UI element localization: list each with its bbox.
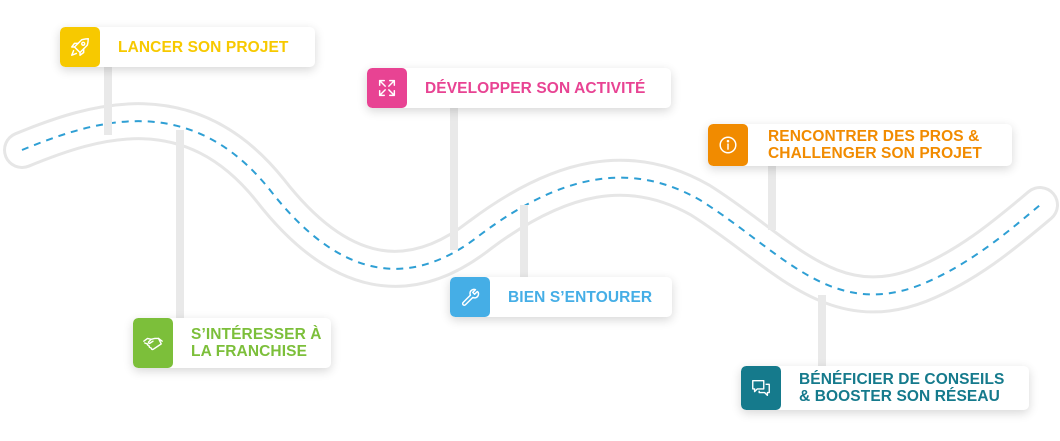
icon-box-teal — [741, 366, 781, 410]
pole-rencontrer — [768, 160, 776, 230]
step-developper-label: DÉVELOPPER SON ACTIVITÉ — [407, 68, 663, 108]
pole-lancer — [104, 60, 112, 135]
step-rencontrer-card[interactable]: RENCONTRER DES PROS & CHALLENGER SON PRO… — [708, 124, 1012, 166]
step-conseils-line2: & BOOSTER SON RÉSEAU — [799, 388, 1000, 405]
chat-bubbles-icon — [752, 379, 770, 397]
info-icon — [719, 136, 737, 154]
step-franchise-line2: LA FRANCHISE — [191, 343, 308, 360]
step-franchise-card[interactable]: S’INTÉRESSER À LA FRANCHISE — [133, 318, 331, 368]
pole-conseils — [818, 295, 826, 385]
icon-box-green — [133, 318, 173, 368]
step-entourer-card[interactable]: BIEN S’ENTOURER — [450, 277, 672, 317]
step-conseils-line1: BÉNÉFICIER DE CONSEILS — [799, 371, 1005, 388]
step-franchise-label: S’INTÉRESSER À LA FRANCHISE — [173, 318, 331, 368]
step-developper-card[interactable]: DÉVELOPPER SON ACTIVITÉ — [367, 68, 671, 108]
step-entourer-line1: BIEN S’ENTOURER — [508, 288, 653, 306]
pole-entourer — [520, 205, 528, 295]
icon-box-yellow — [60, 27, 100, 67]
step-rencontrer-label: RENCONTRER DES PROS & CHALLENGER SON PRO… — [748, 124, 1000, 166]
icon-box-blue — [450, 277, 490, 317]
step-rencontrer-line2: CHALLENGER SON PROJET — [768, 145, 982, 162]
step-developper-line1: DÉVELOPPER SON ACTIVITÉ — [425, 79, 646, 97]
step-lancer-label: LANCER SON PROJET — [100, 27, 307, 67]
pole-developper — [450, 100, 458, 250]
icon-box-pink — [367, 68, 407, 108]
step-lancer-line1: LANCER SON PROJET — [118, 38, 289, 56]
expand-arrows-icon — [378, 79, 396, 97]
step-entourer-label: BIEN S’ENTOURER — [490, 277, 670, 317]
handshake-icon — [143, 337, 163, 351]
step-conseils-card[interactable]: BÉNÉFICIER DE CONSEILS & BOOSTER SON RÉS… — [741, 366, 1029, 410]
step-lancer-card[interactable]: LANCER SON PROJET — [60, 27, 315, 67]
wrench-icon — [461, 288, 480, 307]
road-dashed-line — [21, 120, 1041, 296]
step-rencontrer-line1: RENCONTRER DES PROS & — [768, 128, 980, 145]
step-franchise-line1: S’INTÉRESSER À — [191, 326, 322, 343]
step-conseils-label: BÉNÉFICIER DE CONSEILS & BOOSTER SON RÉS… — [781, 366, 1022, 410]
icon-box-orange — [708, 124, 748, 166]
pole-franchise — [176, 130, 184, 330]
rocket-icon — [71, 38, 89, 56]
